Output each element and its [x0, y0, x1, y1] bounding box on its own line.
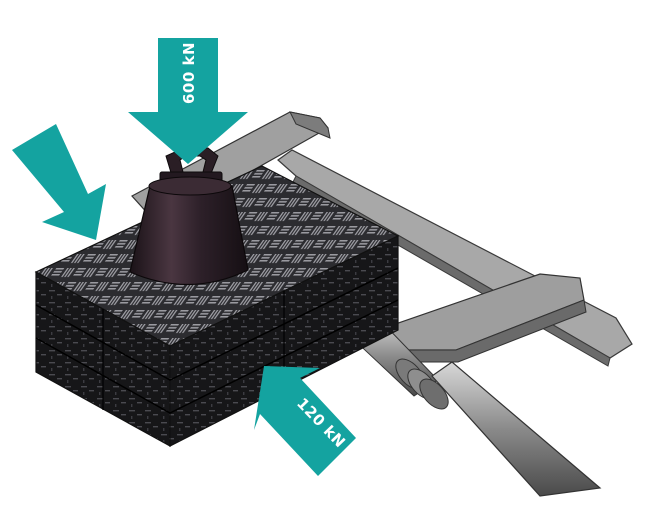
arrow-down-icon — [128, 38, 248, 164]
arrow-up-left-icon — [254, 366, 356, 476]
vertical-load-arrow: 600 kN — [128, 38, 248, 164]
diagonal-load-arrow — [12, 124, 106, 240]
vertical-load-label: 600 kN — [180, 42, 198, 104]
arrow-diagonal-icon — [12, 124, 106, 240]
side-load-arrow: 120 kN — [254, 366, 356, 476]
weight — [129, 147, 249, 286]
